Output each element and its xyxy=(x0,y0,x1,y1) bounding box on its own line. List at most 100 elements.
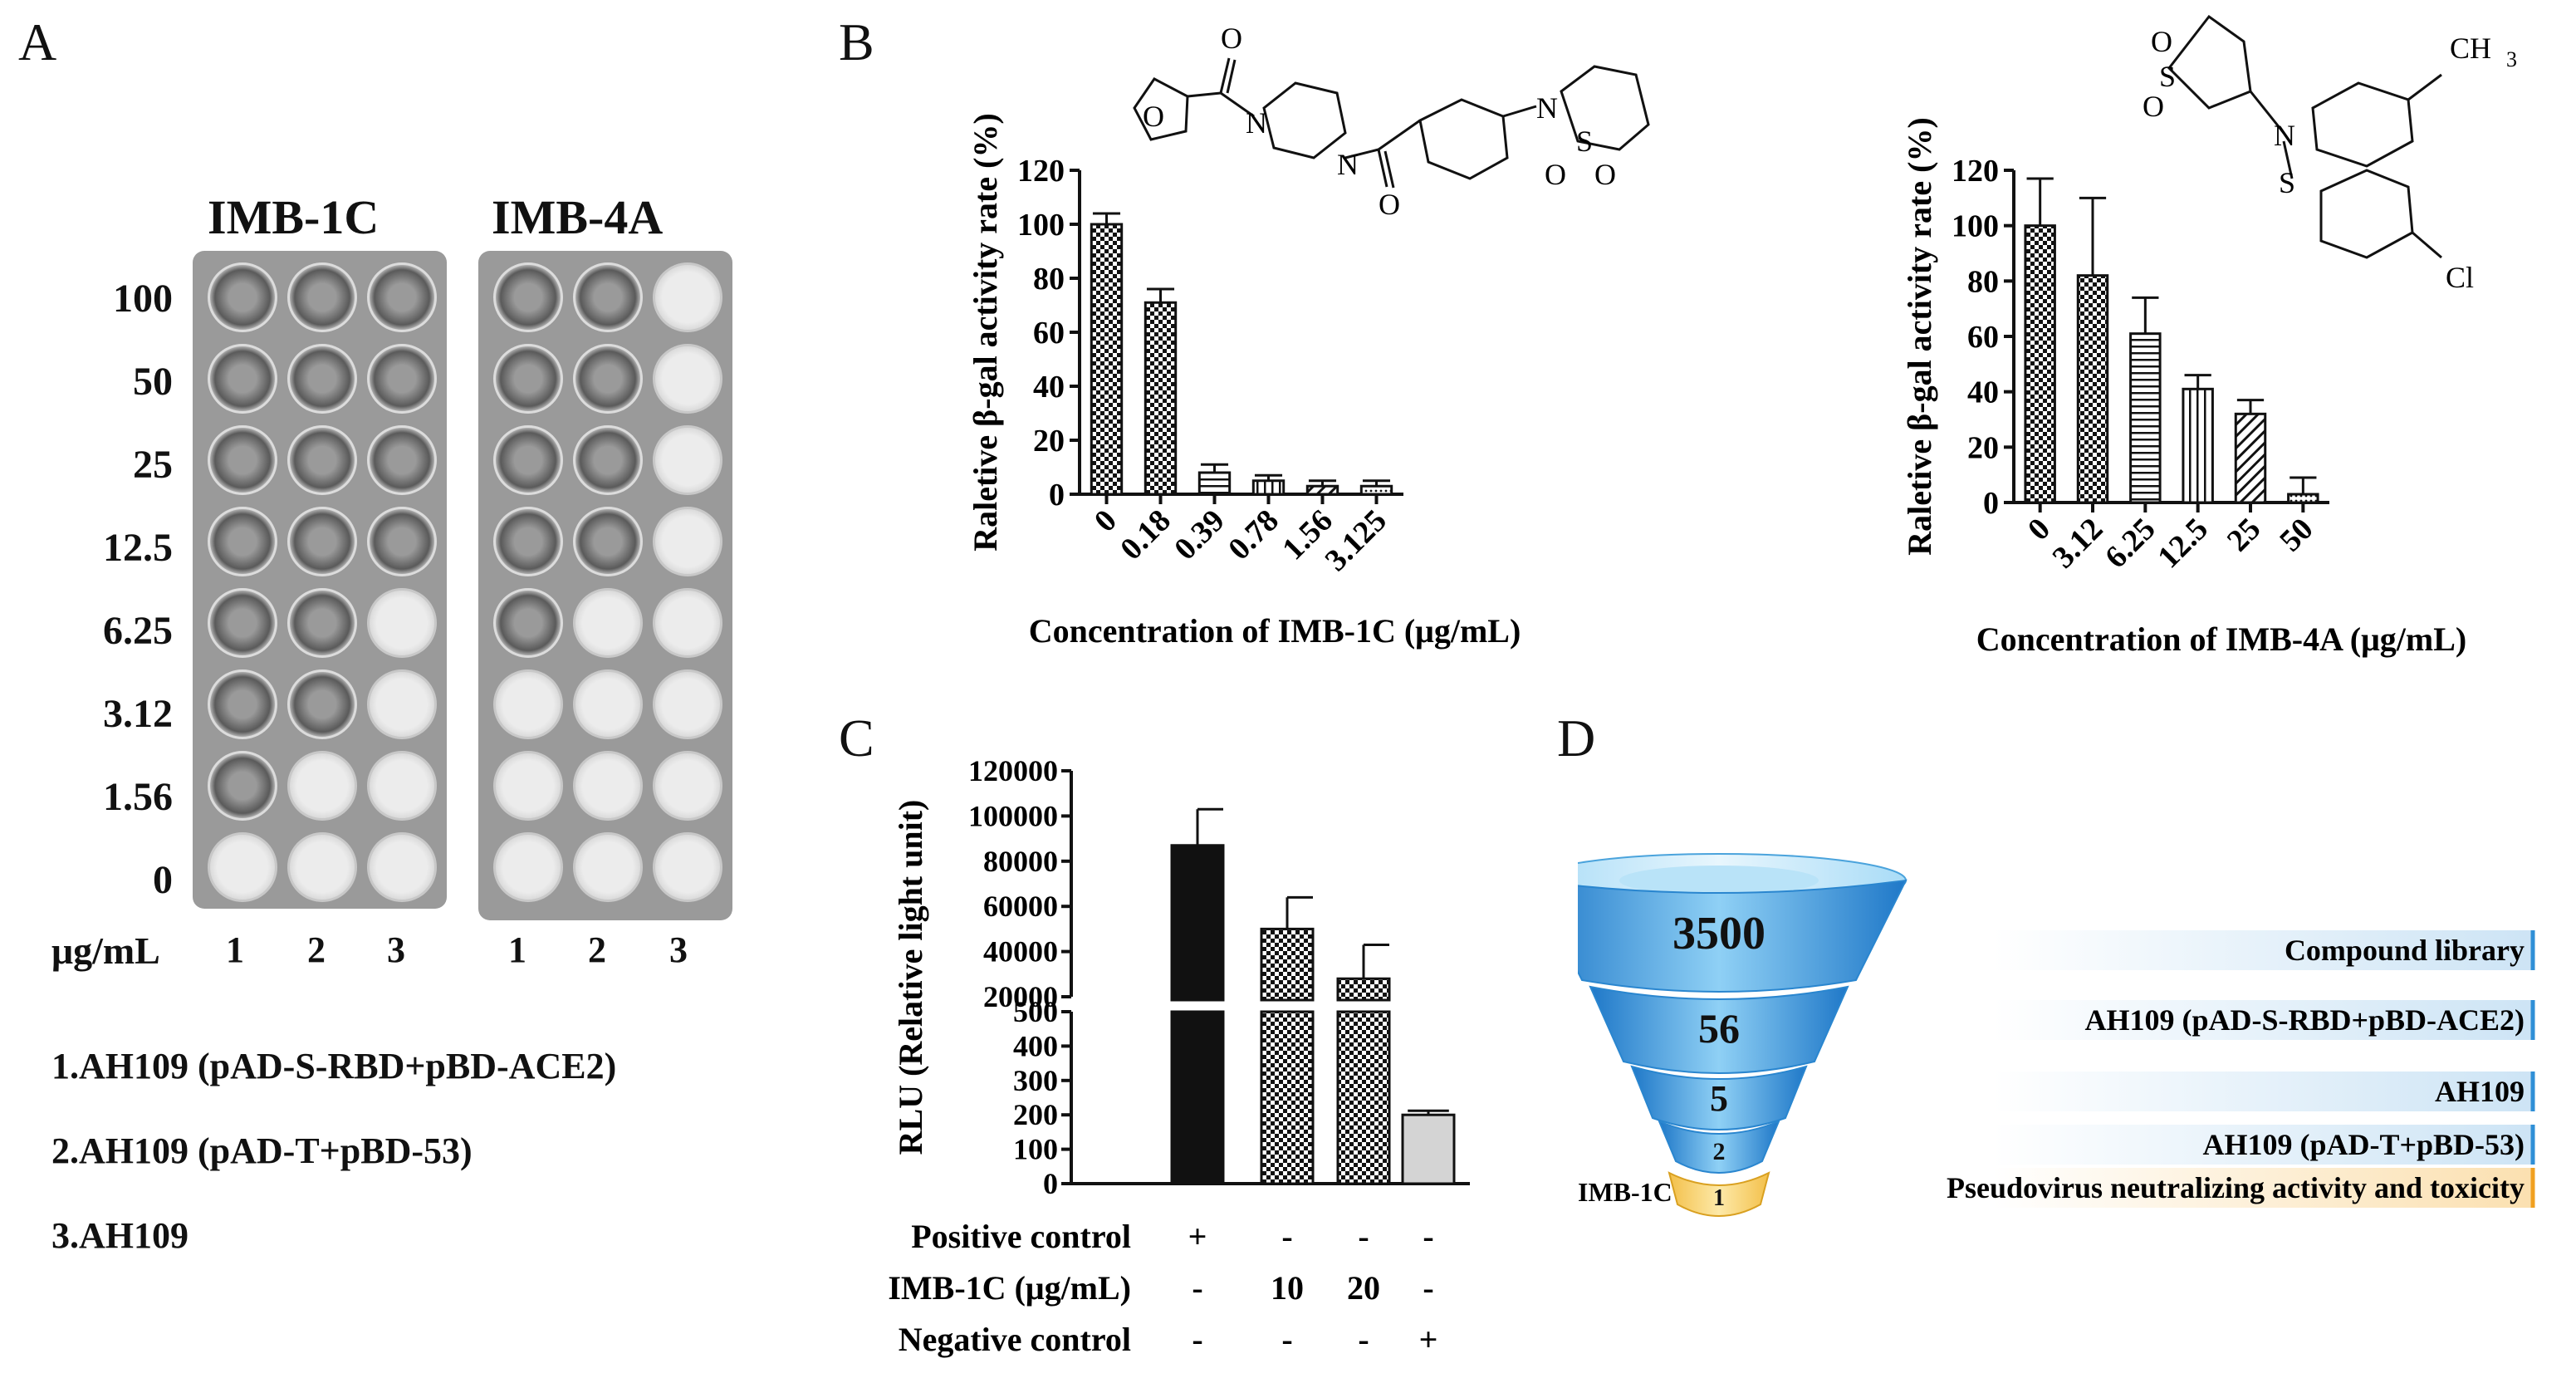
bar-upper xyxy=(1260,927,1315,1002)
y-tick-label: 40 xyxy=(1033,370,1065,405)
funnel-band xyxy=(1993,1072,2533,1111)
y-tick-label: 20 xyxy=(1033,424,1065,459)
condition-cell: + xyxy=(1419,1321,1438,1358)
col-label-4a-2: 2 xyxy=(588,929,606,970)
y-tick-label: 40 xyxy=(1967,375,1999,410)
svg-text:N: N xyxy=(1337,148,1359,181)
row-label: 0 xyxy=(153,858,173,902)
well-colony xyxy=(653,425,722,495)
funnel-level-label: Compound library xyxy=(2285,934,2525,967)
funnel-level-label: AH109 (pAD-S-RBD+pBD-ACE2) xyxy=(2084,1003,2525,1037)
imb1c-atoms: O O N N O N S O O xyxy=(1143,22,1616,221)
well-colony xyxy=(653,507,722,576)
well-clear xyxy=(208,507,277,576)
legend-strain-1: 1.AH109 (pAD-S-RBD+pBD-ACE2) xyxy=(51,1046,617,1086)
x-axis-title: Concentration of IMB-1C (μg/mL) xyxy=(1029,612,1521,650)
well-plate-imb1c xyxy=(193,251,447,909)
col-label-4a-3: 3 xyxy=(669,929,688,970)
col-label-1c-1: 1 xyxy=(226,929,244,970)
condition-cell: - xyxy=(1281,1321,1292,1358)
well-colony xyxy=(653,832,722,902)
panel-letter-a: A xyxy=(18,12,57,71)
well-clear xyxy=(287,425,357,495)
well-clear xyxy=(573,344,643,414)
y-tick-label: 120000 xyxy=(968,754,1058,787)
col-label-1c-3: 3 xyxy=(387,929,405,970)
funnel-rim-inner xyxy=(1619,866,1819,895)
well-clear xyxy=(208,751,277,821)
well-clear xyxy=(493,507,563,576)
bar-lower xyxy=(1260,1010,1315,1185)
svg-text:O: O xyxy=(1545,158,1566,191)
bar xyxy=(1359,484,1393,496)
well-clear xyxy=(493,588,563,658)
well-colony xyxy=(367,669,437,739)
svg-text:Cl: Cl xyxy=(2446,261,2474,294)
well-colony xyxy=(573,669,643,739)
condition-cell: 20 xyxy=(1347,1269,1380,1307)
well-clear xyxy=(287,262,357,332)
funnel-level-label: AH109 xyxy=(2435,1075,2525,1108)
svg-text:O: O xyxy=(2151,25,2172,58)
funnel-value: 2 xyxy=(1713,1138,1726,1165)
y-tick-label: 100000 xyxy=(968,799,1058,832)
row-label: 1.56 xyxy=(103,775,173,819)
condition-row-label: IMB-1C (μg/mL) xyxy=(888,1269,1131,1307)
svg-text:S: S xyxy=(2159,60,2176,93)
well-colony xyxy=(653,669,722,739)
svg-text:3: 3 xyxy=(2506,47,2517,71)
well-colony xyxy=(653,588,722,658)
panel-letter-b: B xyxy=(839,12,874,71)
well-plate-imb4a xyxy=(478,251,732,920)
funnel-tier xyxy=(1578,879,1908,993)
y-tick-label: 100 xyxy=(1017,208,1065,243)
funnel-level-label: AH109 (pAD-T+pBD-53) xyxy=(2202,1128,2525,1161)
y-tick-label: 80000 xyxy=(983,845,1058,878)
condition-cell: - xyxy=(1281,1218,1292,1255)
funnel-value: 3500 xyxy=(1672,908,1765,959)
x-tick-label: 25 xyxy=(2221,512,2268,559)
y-tick-label: 0 xyxy=(1049,478,1065,512)
y-tick-label: 60 xyxy=(1033,316,1065,351)
row-label: 50 xyxy=(133,360,173,404)
well-colony xyxy=(367,588,437,658)
funnel-tier xyxy=(1668,1171,1770,1217)
funnel-side-label: IMB-1C xyxy=(1578,1177,1672,1207)
well-colony xyxy=(573,832,643,902)
imb4a-atoms: O S O N S CH 3 Cl xyxy=(2143,25,2517,294)
bar xyxy=(2182,387,2214,504)
x-tick-label: 0.18 xyxy=(1114,503,1178,567)
x-tick-label: 6.25 xyxy=(2099,512,2162,576)
funnel-value: 56 xyxy=(1698,1005,1740,1052)
x-tick-label: 0.78 xyxy=(1222,503,1286,567)
well-clear xyxy=(367,425,437,495)
funnel-band xyxy=(1993,1168,2533,1208)
well-colony xyxy=(653,344,722,414)
bar xyxy=(1197,471,1232,496)
row-label: 12.5 xyxy=(103,526,173,570)
well-colony xyxy=(367,832,437,902)
x-axis-title: Concentration of IMB-4A (μg/mL) xyxy=(1976,620,2466,658)
funnel-tier xyxy=(1630,1065,1808,1130)
condition-cell: - xyxy=(1423,1269,1433,1307)
condition-cell: - xyxy=(1358,1321,1369,1358)
well-clear xyxy=(493,425,563,495)
y-tick-label: 120 xyxy=(1017,154,1065,189)
y-tick-label: 20000 xyxy=(983,980,1058,1013)
well-clear xyxy=(287,507,357,576)
panel-letter-d: D xyxy=(1557,709,1596,767)
svg-text:O: O xyxy=(1594,158,1616,191)
panel-letter-c: C xyxy=(839,709,874,767)
y-tick-label: 120 xyxy=(1952,154,1999,189)
funnel-tier xyxy=(1589,985,1849,1074)
y-tick-label: 80 xyxy=(1033,262,1065,297)
row-label: 3.12 xyxy=(103,692,173,736)
well-clear xyxy=(493,262,563,332)
bar xyxy=(2287,493,2319,504)
y-tick-label: 400 xyxy=(1013,1029,1058,1062)
well-colony xyxy=(493,669,563,739)
svg-text:O: O xyxy=(1379,188,1400,221)
x-tick-label: 0 xyxy=(1088,503,1124,539)
row-label: 6.25 xyxy=(103,609,173,653)
